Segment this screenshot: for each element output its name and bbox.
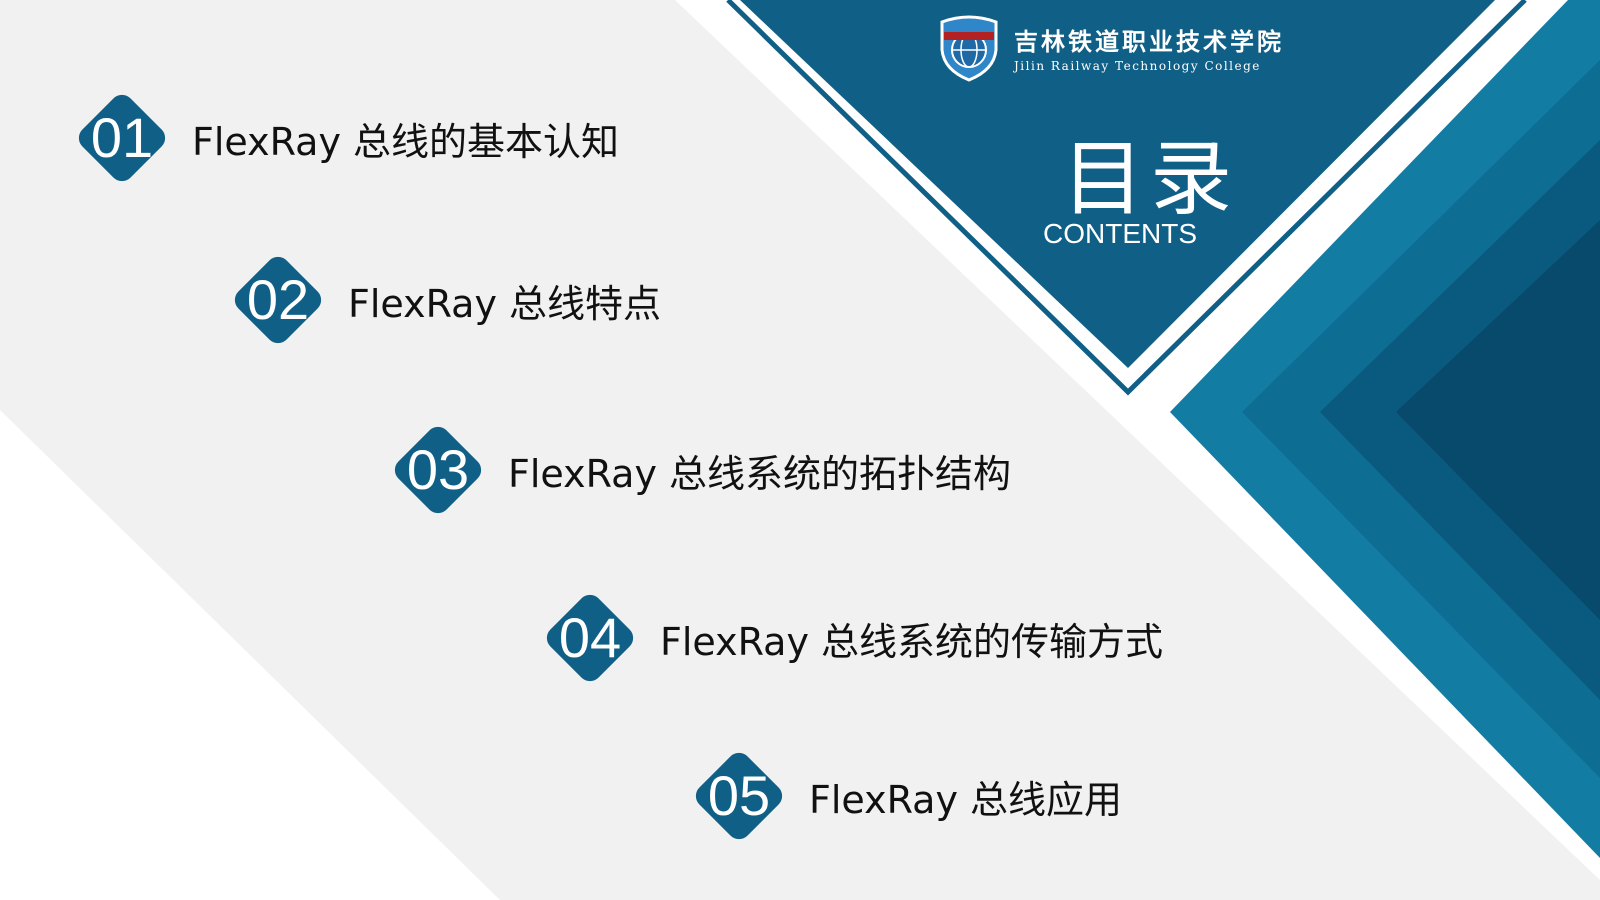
item-label: FlexRay 总线系统的传输方式 [660, 619, 1164, 664]
item-label: FlexRay 总线应用 [809, 777, 1123, 822]
college-logo: 吉林铁道职业技术学院 Jilin Railway Technology Coll… [934, 12, 1284, 82]
item-label: FlexRay 总线系统的拓扑结构 [508, 451, 1012, 496]
page-title: 目录 [1061, 132, 1238, 227]
number-badge: 02 [226, 248, 330, 352]
number-badge: 04 [538, 586, 642, 690]
header-triangle [740, 0, 1495, 368]
college-name-en: Jilin Railway Technology College [1014, 58, 1261, 73]
page-subtitle: CONTENTS [1043, 218, 1197, 249]
number-badge: 05 [687, 744, 791, 848]
item-number: 05 [707, 764, 771, 827]
toc-item-2[interactable]: 02 FlexRay 总线特点 [226, 240, 661, 360]
chevron-4 [1396, 220, 1600, 620]
toc-item-3[interactable]: 03 FlexRay 总线系统的拓扑结构 [386, 410, 1011, 530]
item-label: FlexRay 总线特点 [348, 281, 662, 326]
logo-text: 吉林铁道职业技术学院 Jilin Railway Technology Coll… [1014, 22, 1284, 73]
item-number: 02 [246, 268, 310, 331]
toc-item-1[interactable]: 01 FlexRay 总线的基本认知 [70, 78, 619, 198]
header-stripe [726, 0, 1527, 396]
item-number: 04 [558, 606, 622, 669]
item-number: 03 [406, 438, 470, 501]
item-label: FlexRay 总线的基本认知 [192, 119, 620, 164]
number-badge: 03 [386, 418, 490, 522]
item-number: 01 [90, 106, 154, 169]
emblem-icon [940, 15, 998, 82]
toc-item-5[interactable]: 05 FlexRay 总线应用 [687, 736, 1122, 856]
toc-item-4[interactable]: 04 FlexRay 总线系统的传输方式 [538, 578, 1163, 698]
number-badge: 01 [70, 86, 174, 190]
college-name-cn: 吉林铁道职业技术学院 [1014, 26, 1284, 56]
